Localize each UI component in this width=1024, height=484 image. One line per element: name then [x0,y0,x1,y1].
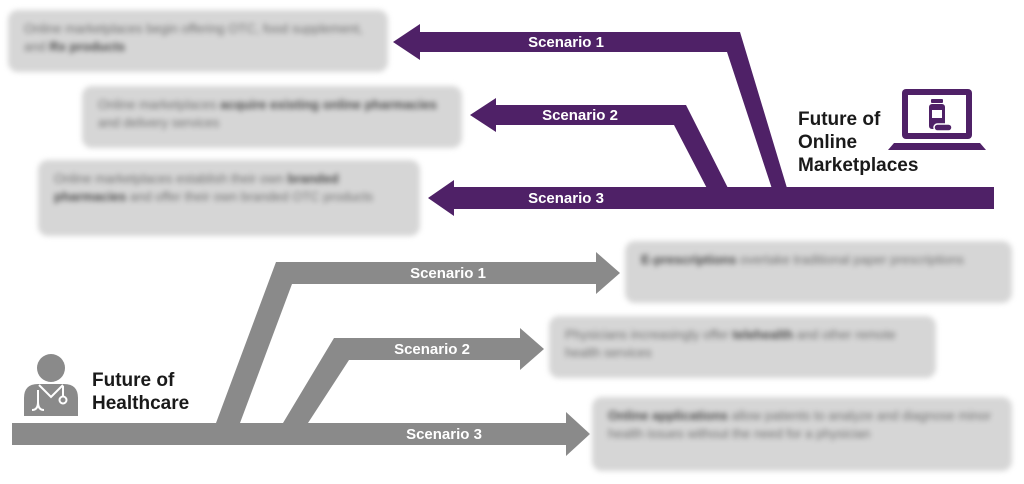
healthcare-scenario-3-label: Scenario 3 [406,426,482,443]
marketplace-scenario-2-arrow [470,98,733,198]
marketplace-arrows [393,24,994,216]
marketplaces-hub-title-line-2: Online [798,132,858,153]
card-text-before: Online marketplaces [98,97,221,112]
healthcare-scenario-1-label: Scenario 1 [410,265,486,282]
laptop-with-medicine-bottle-icon [888,89,986,150]
healthcare-scenario-3-card: Online applications allow patients to an… [592,397,1012,471]
marketplaces-hub-title-line-3: Marketplaces [798,155,919,176]
card-text-before: Online marketplaces establish their own [54,171,288,186]
card-text-after: and other remote health services [565,327,896,360]
marketplace-scenario-3-label: Scenario 3 [528,190,604,207]
marketplaces-hub-title-line-1: Future of [798,109,881,130]
card-text-before: Physicians increasingly offer [565,327,733,342]
marketplace-scenario-3-arrow [428,180,994,216]
card-text-bold: telehealth [732,327,794,342]
marketplace-scenario-3-card: Online marketplaces establish their own … [38,160,420,236]
marketplace-scenario-1-arrow [393,24,790,198]
card-text-bold: acquire existing online pharmacies [220,97,437,112]
marketplace-scenario-1-label: Scenario 1 [528,34,604,51]
marketplace-scenario-1-card: Online marketplaces begin offering OTC, … [8,10,388,72]
healthcare-scenario-1-arrow [216,252,620,423]
card-text-bold: branded pharmacies [54,171,339,204]
card-text-bold: Online applications [608,408,728,423]
healthcare-scenario-2-arrow [283,328,544,423]
healthcare-scenario-2-card: Physicians increasingly offer telehealth… [549,316,936,378]
healthcare-arrows [12,252,620,456]
marketplaces-hub-title: Future of Online Marketplaces [798,108,918,177]
marketplace-scenario-2-card: Online marketplaces acquire existing onl… [82,86,462,148]
healthcare-hub-title-line-1: Future of [92,370,175,391]
healthcare-scenario-1-card: E-prescriptions overtake traditional pap… [625,241,1012,303]
healthcare-scenario-2-label: Scenario 2 [394,341,470,358]
card-text-after: and delivery services [98,115,220,130]
card-text-before: Online marketplaces begin offering OTC, … [24,21,363,54]
card-text-after: overtake traditional paper prescriptions [736,252,964,267]
card-text-after: allow patients to analyze and diagnose m… [608,408,991,441]
card-text-bold: Rx products [49,39,126,54]
card-text-after: and offer their own branded OTC products [126,189,374,204]
card-text-bold: E-prescriptions [641,252,737,267]
healthcare-hub-title-line-2: Healthcare [92,393,190,414]
healthcare-hub-title: Future of Healthcare [92,369,189,415]
marketplace-scenario-2-label: Scenario 2 [542,107,618,124]
healthcare-scenario-3-arrow [12,412,590,456]
doctor-with-stethoscope-icon [24,354,78,416]
